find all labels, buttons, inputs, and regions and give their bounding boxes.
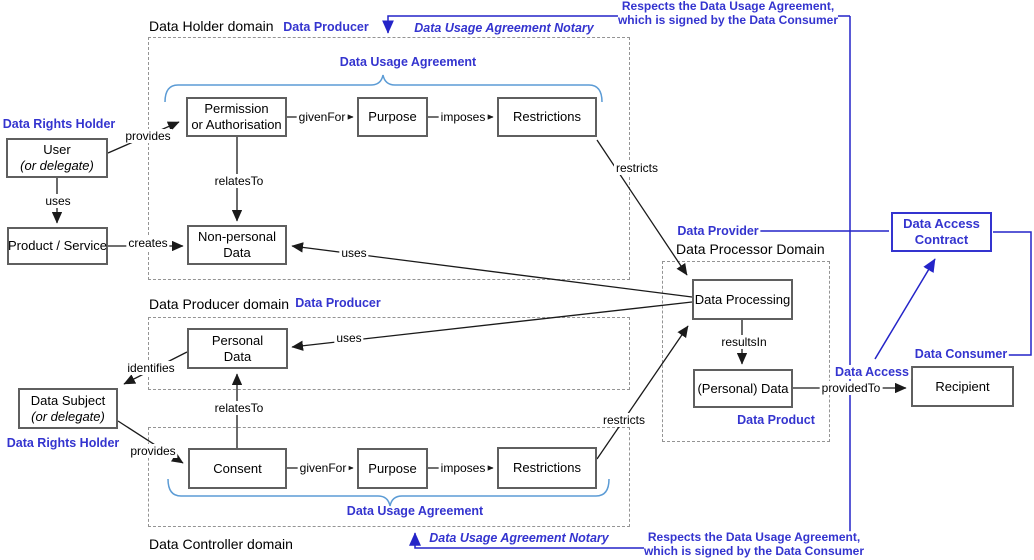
- label-respects-top-line2: which is signed by the Data Consumer: [617, 13, 839, 27]
- node-permission-line2: or Authorisation: [191, 117, 282, 132]
- edge-label-restricts-top: restricts: [614, 161, 660, 175]
- edge-label-providedto: providedTo: [819, 381, 883, 395]
- label-dua-top: Data Usage Agreement: [339, 55, 477, 69]
- domain-box-data-producer: [148, 317, 630, 390]
- node-restrictions-bottom-label: Restrictions: [513, 460, 581, 476]
- node-restrictions-bottom: Restrictions: [497, 447, 597, 489]
- label-data-rights-holder-top: Data Rights Holder: [2, 117, 116, 131]
- edge-label-provides-top: provides: [123, 129, 173, 143]
- domain-box-data-holder: [148, 37, 630, 280]
- edge-label-uses-left: uses: [43, 194, 73, 208]
- edge-label-uses-nonpersonal: uses: [339, 246, 369, 260]
- edge-label-relatesto-top: relatesTo: [212, 174, 266, 188]
- node-data-processing: Data Processing: [692, 279, 793, 320]
- node-user-line1: User: [43, 142, 71, 158]
- node-restrictions-top: Restrictions: [497, 97, 597, 137]
- dua-brace-top: [164, 74, 603, 103]
- node-consent: Consent: [188, 448, 287, 489]
- label-data-producer-top: Data Producer: [283, 20, 369, 34]
- node-purpose-bottom: Purpose: [357, 448, 428, 489]
- label-respects-bottom-line2: which is signed by the Data Consumer: [643, 544, 865, 558]
- node-non-personal-line1: Non-personal: [197, 229, 277, 245]
- dua-brace-bottom: [167, 478, 610, 507]
- node-personal-line2: Data: [223, 348, 252, 364]
- node-data-subject: Data Subject (or delegate): [18, 388, 118, 429]
- domain-box-data-controller: [148, 427, 630, 527]
- label-data-controller-domain: Data Controller domain: [149, 536, 293, 552]
- edge-label-uses-personal: uses: [334, 331, 364, 345]
- edge-label-givenfor-bottom: givenFor: [297, 461, 349, 475]
- node-personal-data-output-label: (Personal) Data: [697, 380, 789, 396]
- edge-label-givenfor-top: givenFor: [296, 110, 348, 124]
- edge-label-imposes-bottom: imposes: [438, 461, 488, 475]
- label-dua-bottom: Data Usage Agreement: [346, 504, 484, 518]
- node-permission-line1: Permission: [204, 101, 269, 117]
- label-notary-bottom: Data Usage Agreement Notary: [429, 531, 609, 545]
- node-non-personal-data: Non-personal Data: [187, 225, 287, 265]
- node-personal-line1: Personal: [211, 332, 264, 348]
- label-data-rights-holder-bottom: Data Rights Holder: [6, 436, 120, 450]
- edge-label-resultsin: resultsIn: [719, 335, 769, 349]
- node-user-line2: (or delegate): [20, 158, 94, 173]
- node-consent-label: Consent: [213, 460, 262, 476]
- label-data-product: Data Product: [737, 413, 815, 427]
- label-data-consumer: Data Consumer: [912, 347, 1010, 361]
- label-data-processor-domain: Data Processor Domain: [676, 241, 825, 257]
- edge-label-identifies: identifies: [125, 361, 177, 375]
- node-personal-data: Personal Data: [187, 328, 288, 369]
- label-respects-bottom-line1: Respects the Data Usage Agreement,: [647, 530, 861, 545]
- label-data-provider: Data Provider: [675, 224, 761, 238]
- node-data-subject-line2: (or delegate): [31, 408, 105, 424]
- node-permission: Permission or Authorisation: [186, 97, 287, 137]
- edge-label-creates: creates: [126, 236, 170, 250]
- edge-label-provides-bottom: provides: [128, 444, 178, 458]
- node-purpose-top: Purpose: [357, 97, 428, 137]
- label-data-holder-domain: Data Holder domain: [149, 18, 274, 34]
- edge-label-restricts-bottom: restricts: [601, 413, 647, 427]
- edge-label-relatesto-bottom: relatesTo: [212, 401, 266, 415]
- domain-box-data-processor: [662, 261, 830, 442]
- node-dac-line1: Data Access: [903, 216, 980, 232]
- node-recipient-label: Recipient: [935, 378, 990, 394]
- edge-label-imposes-top: imposes: [438, 110, 488, 124]
- edge-restrictions-restricts-processing: [596, 139, 688, 276]
- label-data-producer-domain: Data Producer domain: [149, 296, 290, 312]
- node-dac-line2: Contract: [914, 232, 969, 247]
- label-respects-top: Respects the Data Usage Agreement, which…: [617, 0, 839, 28]
- data-consumer-line: [993, 231, 1032, 356]
- node-restrictions-top-label: Restrictions: [513, 109, 581, 125]
- label-data-producer-mid: Data Producer: [295, 296, 381, 310]
- node-non-personal-line2: Data: [223, 245, 251, 260]
- edge-restrictions2-restricts-processing: [596, 325, 689, 460]
- label-data-access: Data Access: [833, 365, 911, 379]
- node-data-processing-label: Data Processing: [694, 291, 791, 307]
- node-purpose-bottom-label: Purpose: [368, 460, 417, 476]
- data-access-contract-arrow: [874, 258, 936, 360]
- node-purpose-top-label: Purpose: [368, 109, 417, 125]
- node-product-service: Product / Service: [7, 227, 108, 265]
- node-product-service-label: Product / Service: [8, 238, 107, 254]
- node-user: User (or delegate): [6, 138, 108, 178]
- node-data-access-contract: Data Access Contract: [891, 212, 992, 252]
- label-notary-top: Data Usage Agreement Notary: [414, 21, 594, 35]
- node-recipient: Recipient: [911, 366, 1014, 407]
- label-respects-top-line1: Respects the Data Usage Agreement,: [621, 0, 835, 14]
- node-personal-data-output: (Personal) Data: [693, 369, 793, 408]
- label-respects-bottom: Respects the Data Usage Agreement, which…: [643, 530, 865, 559]
- node-data-subject-line1: Data Subject: [30, 392, 106, 408]
